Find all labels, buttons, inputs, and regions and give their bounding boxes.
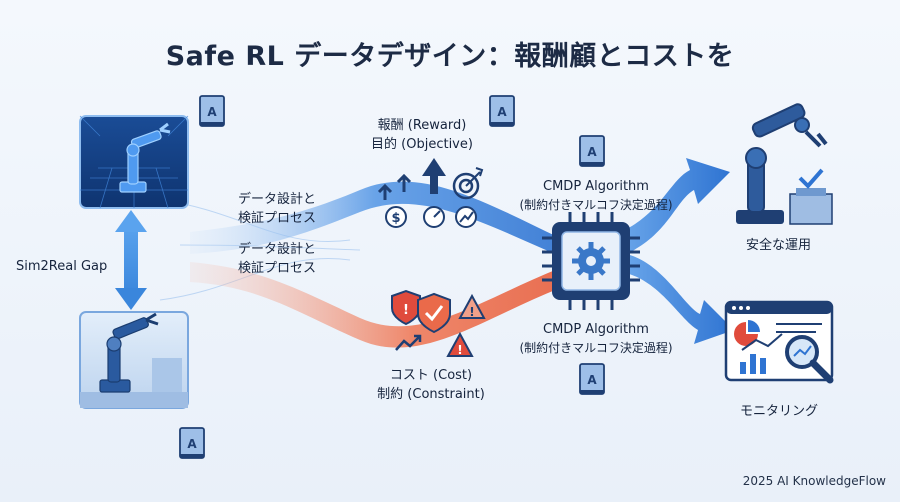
svg-text:A: A xyxy=(187,437,197,451)
book-icons: A A A A A xyxy=(179,95,605,459)
warning-triangle-icon: ! xyxy=(458,293,486,319)
sim2real-arrow xyxy=(115,210,147,310)
cost-icons: ! ! ! xyxy=(391,289,486,357)
book-icon-cmdp-upper: A xyxy=(579,135,605,167)
sim-robot-arm-icon xyxy=(119,122,171,193)
svg-text:A: A xyxy=(587,145,597,159)
safe-operation-label: 安全な運用 xyxy=(746,238,812,253)
book-icon-real: A xyxy=(179,427,205,459)
real-world-panel xyxy=(79,311,189,409)
cmdp-label-upper: CMDP Algorithm (制約付きマルコフ決定過程) xyxy=(519,179,673,212)
output-arrow-monitor xyxy=(622,254,734,344)
arrow-up-icon xyxy=(377,173,412,200)
arrow-up-large-icon xyxy=(422,158,446,194)
cmdp-chip-icon xyxy=(542,212,640,310)
page-title: Safe RL データデザイン：報酬顧とコストを xyxy=(165,41,735,72)
gear-icon xyxy=(572,242,610,280)
svg-text:!: ! xyxy=(457,343,462,357)
svg-text:!: ! xyxy=(469,305,474,319)
monitoring-dashboard-icon xyxy=(724,300,834,384)
process-label-lower: データ設計と 検証プロセス xyxy=(238,242,317,276)
footer-credit: 2025 AI KnowledgeFlow xyxy=(742,474,886,488)
trend-down-icon xyxy=(395,334,422,351)
book-icon-cmdp-lower: A xyxy=(579,363,605,395)
check-icon xyxy=(798,168,824,189)
real-robot-arm-icon xyxy=(99,312,159,393)
process-label-upper: データ設計と 検証プロセス xyxy=(238,192,317,226)
warning-triangle-small-icon: ! xyxy=(446,331,474,357)
pie-chart-icon xyxy=(734,322,758,346)
book-icon-sim: A xyxy=(199,95,225,127)
shield-warning-icon: ! xyxy=(391,289,421,326)
svg-text:A: A xyxy=(207,105,217,119)
magnifier-icon xyxy=(785,335,834,384)
dollar-coin-icon: $ xyxy=(385,206,407,228)
target-icon xyxy=(452,167,484,200)
safe-operation-robot-icon xyxy=(736,103,833,225)
gauge-icon xyxy=(423,206,445,228)
reward-stream xyxy=(190,181,560,256)
svg-text:A: A xyxy=(497,105,507,119)
cmdp-label-lower: CMDP Algorithm (制約付きマルコフ決定過程) xyxy=(519,322,673,355)
book-icon-reward: A xyxy=(489,95,515,127)
shield-check-icon xyxy=(417,292,451,334)
svg-text:A: A xyxy=(587,373,597,387)
monitoring-label: モニタリング xyxy=(740,404,819,419)
simulation-panel xyxy=(79,115,189,209)
output-arrow-safe xyxy=(620,158,730,254)
cost-label: コスト (Cost) 制約 (Constraint) xyxy=(377,368,485,402)
sim2real-gap-label: Sim2Real Gap xyxy=(16,259,108,274)
cost-stream xyxy=(190,262,560,348)
reward-icons: $ xyxy=(377,158,484,228)
svg-text:!: ! xyxy=(403,303,409,318)
trend-up-small-icon xyxy=(455,206,477,228)
reward-label: 報酬 (Reward) 目的 (Objective) xyxy=(371,118,473,152)
svg-text:$: $ xyxy=(391,211,400,226)
